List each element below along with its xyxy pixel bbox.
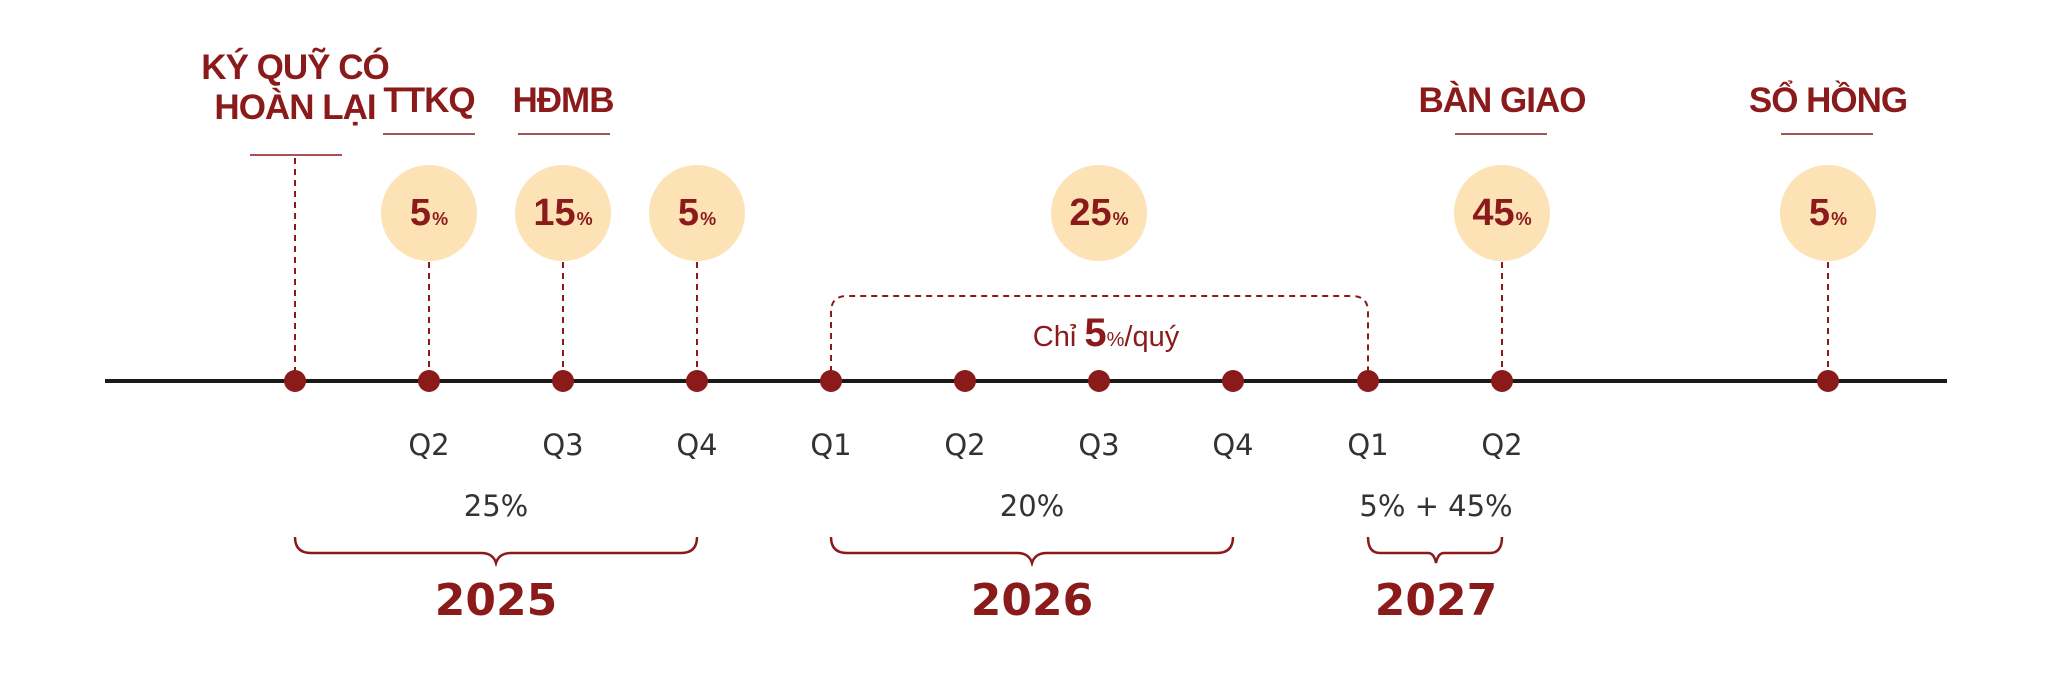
year-label: 2025 <box>434 575 558 626</box>
bubble-value: 15 <box>533 192 576 234</box>
timeline-dot <box>284 370 306 392</box>
milestone-label-line: HOÀN LẠI <box>214 88 376 127</box>
year-sum-label: 20% <box>999 489 1065 523</box>
quarter-label: Q2 <box>1481 428 1523 462</box>
quarter-label: Q2 <box>408 428 450 462</box>
bubble-value: 45 <box>1472 192 1515 234</box>
timeline-dot <box>552 370 574 392</box>
year-sum-label: 25% <box>463 489 529 523</box>
percentage-bubble: 5% <box>381 165 477 261</box>
percentage-bubble: 25% <box>1051 165 1147 261</box>
year-brace-2025 <box>293 536 699 568</box>
bubble-value: 5 <box>409 192 432 234</box>
timeline-dot <box>954 370 976 392</box>
milestone-label-handover: BÀN GIAO <box>1418 81 1587 120</box>
milestone-label-line: KÝ QUỸ CÓ <box>201 48 389 87</box>
quarterly-suffix: /quý <box>1124 321 1180 353</box>
percentage-bubble: 15% <box>515 165 611 261</box>
quarterly-prefix: Chỉ <box>1032 321 1085 353</box>
timeline-dot <box>1222 370 1244 392</box>
milestone-label-hdmb: HĐMB <box>512 81 615 120</box>
quarter-label: Q2 <box>944 428 986 462</box>
bubble-unit: % <box>1112 209 1129 229</box>
bubble-unit: % <box>700 209 717 229</box>
year-brace-2027 <box>1366 536 1504 564</box>
timeline-dot <box>1088 370 1110 392</box>
quarter-label: Q1 <box>1347 428 1389 462</box>
timeline-dot <box>686 370 708 392</box>
quarter-label: Q4 <box>676 428 718 462</box>
milestone-label-deposit: KÝ QUỸ CÓ HOÀN LẠI <box>201 48 389 128</box>
quarterly-note: Chỉ 5%/quý <box>1033 311 1179 356</box>
bubble-unit: % <box>576 209 593 229</box>
year-label: 2027 <box>1374 575 1498 626</box>
bubble-unit: % <box>432 209 449 229</box>
timeline-dot <box>820 370 842 392</box>
timeline-dot <box>418 370 440 392</box>
percentage-bubble: 5% <box>1780 165 1876 261</box>
quarterly-unit: % <box>1106 329 1125 351</box>
quarter-label: Q3 <box>542 428 584 462</box>
percentage-bubble: 45% <box>1454 165 1550 261</box>
bubble-unit: % <box>1831 209 1848 229</box>
milestone-label-ttkq: TTKQ <box>383 81 475 120</box>
year-label: 2026 <box>970 575 1094 626</box>
quarterly-value: 5 <box>1084 311 1107 355</box>
bubble-value: 25 <box>1069 192 1112 234</box>
bubble-value: 5 <box>1808 192 1831 234</box>
quarter-label: Q1 <box>810 428 852 462</box>
quarterly-bracket <box>830 295 1369 372</box>
timeline-dot <box>1491 370 1513 392</box>
percentage-bubble: 5% <box>649 165 745 261</box>
year-sum-label: 5% + 45% <box>1359 489 1513 523</box>
milestone-label-pink-book: SỔ HỒNG <box>1748 81 1908 120</box>
timeline-dot <box>1817 370 1839 392</box>
year-brace-2026 <box>829 536 1235 568</box>
quarter-label: Q4 <box>1212 428 1254 462</box>
timeline-dot <box>1357 370 1379 392</box>
quarter-label: Q3 <box>1078 428 1120 462</box>
bubble-value: 5 <box>677 192 700 234</box>
bubble-unit: % <box>1515 209 1532 229</box>
